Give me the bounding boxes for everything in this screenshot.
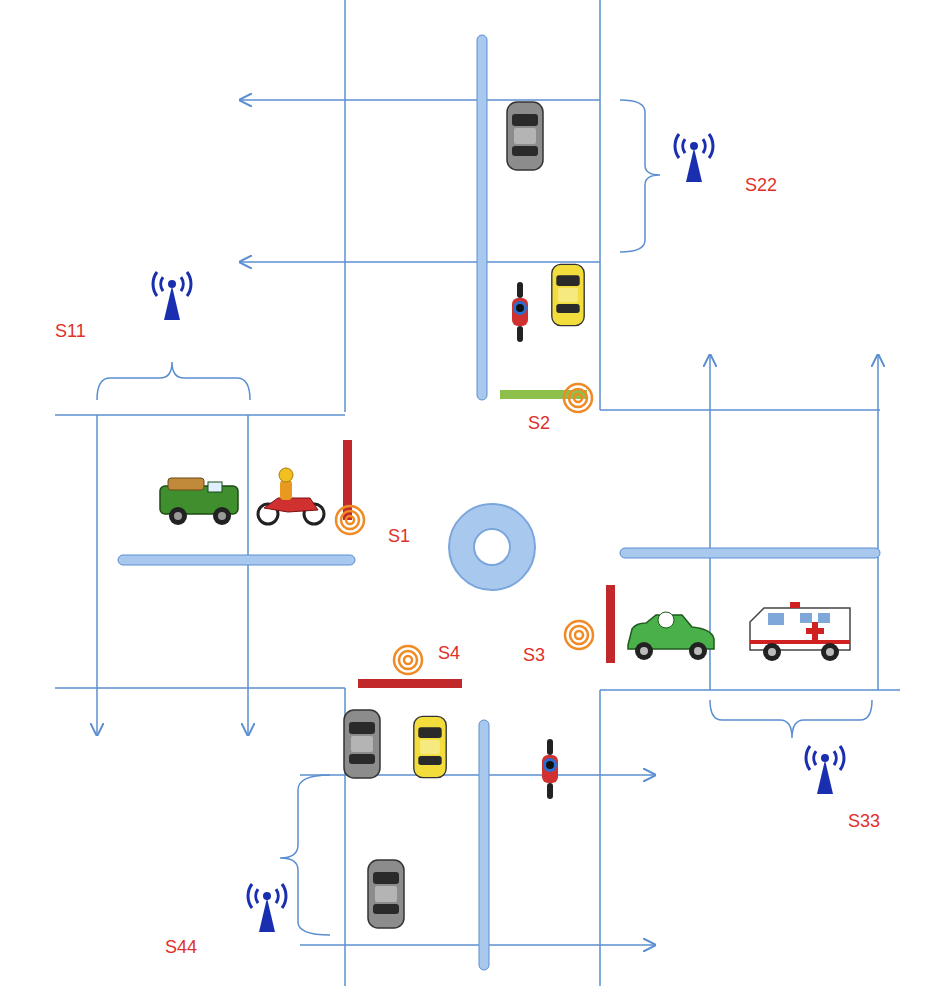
sensor-label: S4 [438, 644, 460, 664]
sensor-label: S2 [528, 414, 550, 434]
sensor-label: S22 [745, 176, 777, 196]
sensor-label: S1 [388, 527, 410, 547]
vehicles [160, 102, 850, 928]
sensors [336, 384, 593, 674]
brackets [97, 100, 872, 935]
signal-bars [343, 390, 615, 688]
sensor-label: S11 [55, 322, 86, 342]
sensor-label: S33 [848, 812, 880, 832]
towers [153, 134, 844, 932]
medians [118, 35, 880, 970]
road-lines [55, 0, 900, 986]
sensor-label: S3 [523, 646, 545, 666]
sensor-label: S44 [165, 938, 197, 958]
roundabout [449, 504, 535, 590]
